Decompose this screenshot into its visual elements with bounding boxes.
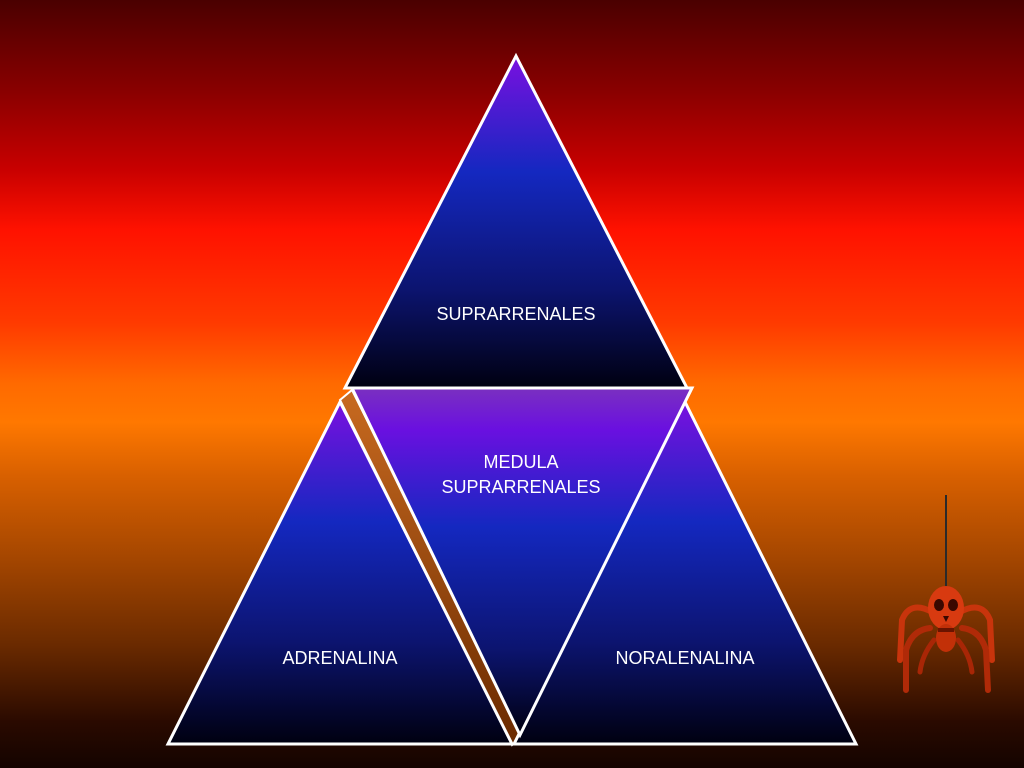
center-triangle: MEDULA SUPRARRENALES: [349, 386, 695, 739]
center-triangle-label-line2: SUPRARRENALES: [441, 477, 600, 497]
center-triangle-label-line1: MEDULA: [483, 452, 558, 472]
left-triangle-label: ADRENALINA: [282, 648, 397, 668]
left-triangle: ADRENALINA: [165, 398, 515, 746]
spider-skull-icon: [897, 495, 995, 693]
top-triangle: SUPRARRENALES: [342, 52, 690, 390]
right-triangle-label: NORALENALINA: [615, 648, 754, 668]
top-triangle-label: SUPRARRENALES: [436, 304, 595, 324]
